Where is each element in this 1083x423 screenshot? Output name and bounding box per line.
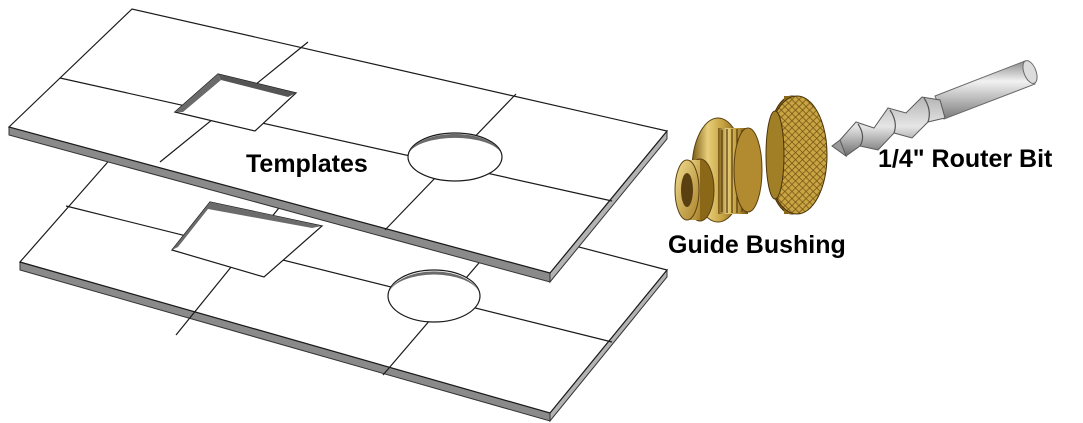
nut-inner: [765, 110, 785, 200]
template-bottom-round-hole: [387, 269, 481, 323]
router-bit-shank-end: [1022, 60, 1038, 84]
template-top-square-hole-wall-2: [218, 74, 296, 97]
templates-label: Templates: [246, 150, 368, 178]
template-top: [7, 8, 669, 284]
template-bottom: [18, 130, 669, 423]
guide-bushing: [674, 117, 763, 223]
bushing-bore: [681, 173, 693, 207]
router-bit-label: 1/4" Router Bit: [878, 145, 1053, 173]
template-top-round-hole-wall: [409, 133, 501, 153]
router-bit-flute-shading: [857, 97, 930, 147]
template-bottom-face: [18, 130, 669, 414]
template-bottom-line: [65, 205, 613, 343]
router-bit-shank: [934, 60, 1036, 120]
template-top-square-hole-wall: [175, 74, 221, 112]
bushing-thread-end: [733, 127, 763, 213]
template-top-round-hole: [407, 132, 503, 182]
template-bottom-square-hole-wall: [172, 202, 322, 250]
router-bit: [831, 60, 1038, 158]
template-bottom-round-hole-wall: [389, 271, 479, 292]
template-top-line: [59, 77, 613, 202]
template-top-face: [7, 8, 669, 274]
router-bit-tip: [831, 139, 848, 158]
guide-bushing-label: Guide Bushing: [668, 231, 846, 259]
router-bit-flutes: [839, 96, 946, 157]
knurled-nut: [765, 95, 828, 215]
